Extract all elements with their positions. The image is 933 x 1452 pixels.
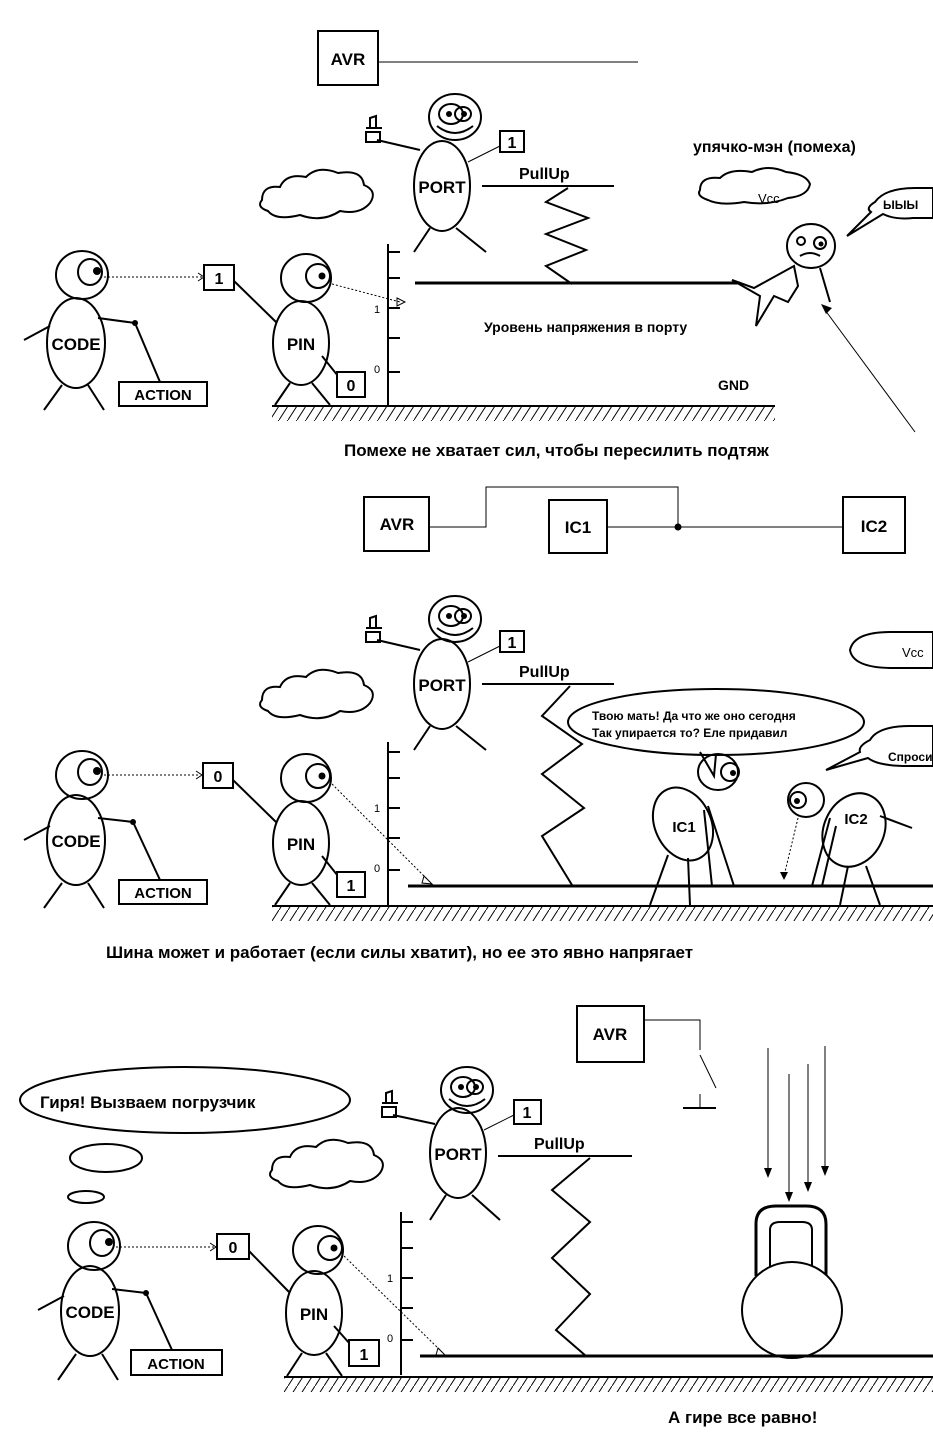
svg-text:0: 0 [374, 364, 380, 376]
ic1-figure: IC1 [649, 753, 740, 906]
svg-text:AVR: AVR [593, 1025, 628, 1044]
code-figure: CODE ACTION [23, 250, 208, 411]
svg-text:CODE: CODE [51, 335, 100, 354]
speech-bubble [846, 187, 933, 237]
port-figure: PORT 1 [381, 1066, 542, 1221]
thumbs-up-icon [365, 614, 382, 643]
panel-1: AVR Vcc PORT 1 PullUp [23, 30, 933, 460]
panel-2: Vcc PORT 1 PullUp Твою мать! Да что же о… [23, 595, 933, 962]
svg-text:1: 1 [508, 135, 517, 152]
avr-box: AVR [317, 30, 379, 86]
speech-text: ЫЫЫ [883, 198, 918, 212]
svg-text:ACTION: ACTION [147, 1356, 205, 1373]
port-figure: PORT 1 [365, 595, 525, 751]
svg-text:PORT: PORT [418, 676, 466, 695]
vcc-label: Vcc [902, 645, 924, 660]
thumbs-up-icon [381, 1089, 398, 1118]
svg-text:1: 1 [374, 803, 380, 815]
pin-figure: PIN 0 [233, 253, 366, 406]
pullup-label: PullUp [519, 664, 570, 681]
svg-text:Так упирается то? Еле придавил: Так упирается то? Еле придавил [592, 726, 787, 740]
code-value-box [203, 264, 235, 291]
avr-box [576, 1005, 645, 1063]
svg-text:0: 0 [374, 863, 380, 875]
svg-text:1: 1 [374, 304, 380, 316]
pullup-label: PullUp [519, 166, 570, 183]
level-label: Уровень напряжения в порту [484, 319, 687, 335]
pointer-arrow [824, 309, 916, 433]
svg-text:PIN: PIN [287, 835, 315, 854]
svg-text:Твою мать! Да что же оно сегод: Твою мать! Да что же оно сегодня [592, 709, 796, 723]
svg-text:CODE: CODE [65, 1303, 114, 1322]
kettlebell-icon [741, 1204, 843, 1359]
svg-text:PORT: PORT [434, 1145, 482, 1164]
svg-text:1: 1 [523, 1105, 532, 1122]
switch-icon [699, 1054, 717, 1089]
svg-text:0: 0 [229, 1240, 238, 1257]
svg-text:ACTION: ACTION [134, 885, 192, 902]
pullup-spring [543, 187, 591, 285]
gnd-label: GND [718, 377, 749, 393]
svg-text:Спроси: Спроси [888, 750, 932, 764]
svg-text:1: 1 [360, 1347, 369, 1364]
svg-text:IC2: IC2 [861, 517, 887, 536]
bus-diagram: AVR IC1 IC2 [363, 486, 906, 554]
vcc-cloud [848, 631, 933, 669]
svg-text:0: 0 [387, 1333, 393, 1345]
pin-figure: PIN 1 [232, 753, 366, 906]
svg-text:AVR: AVR [380, 515, 415, 534]
caption-1: Помехе не хватает сил, чтобы пересилить … [344, 441, 770, 460]
pullup-label: PullUp [534, 1136, 585, 1153]
cloud [259, 168, 374, 220]
switch-wire [644, 1019, 701, 1050]
caption-3: А гире все равно! [668, 1408, 817, 1427]
svg-text:CODE: CODE [51, 832, 100, 851]
cloud [269, 1138, 384, 1190]
speech-bubble-2 [825, 725, 933, 771]
code-figure: CODE ACTION [23, 750, 208, 909]
svg-text:AVR: AVR [331, 50, 366, 69]
svg-text:PORT: PORT [418, 178, 466, 197]
vcc-cloud [698, 167, 812, 205]
pin-figure: PIN 1 [248, 1225, 380, 1377]
svg-text:1: 1 [508, 635, 517, 652]
pullup-spring [540, 685, 586, 886]
svg-text:1: 1 [347, 878, 356, 895]
svg-text:0: 0 [347, 378, 356, 395]
caption-2: Шина может и работает (если силы хватит)… [106, 943, 693, 962]
vcc-label: Vcc [758, 191, 780, 206]
svg-text:IC1: IC1 [672, 819, 695, 836]
pullup-spring [550, 1157, 592, 1357]
svg-text:IC1: IC1 [565, 518, 591, 537]
port-figure: PORT 1 [365, 93, 525, 253]
svg-text:ACTION: ACTION [134, 387, 192, 404]
code-figure: CODE ACTION [37, 1221, 223, 1381]
panel-3: AVR Гиря! Вызваем погрузчик PORT 1 [19, 1005, 933, 1427]
svg-text:PIN: PIN [300, 1305, 328, 1324]
cloud [259, 668, 374, 720]
code-value-box [216, 1233, 250, 1260]
svg-text:0: 0 [214, 769, 223, 786]
svg-text:1: 1 [387, 1273, 393, 1285]
noise-man-label: упячко-мэн (помеха) [693, 139, 856, 156]
thought-bubble [19, 1066, 351, 1134]
falling-arrows [764, 1046, 829, 1202]
thought-text: Гиря! Вызваем погрузчик [40, 1093, 256, 1112]
svg-text:IC2: IC2 [844, 811, 867, 828]
code-value-box [202, 762, 234, 789]
noise-man-figure [731, 223, 836, 327]
ic2-figure: IC2 [787, 782, 913, 906]
svg-text:PIN: PIN [287, 335, 315, 354]
thumbs-up-icon [365, 114, 382, 143]
svg-text:1: 1 [215, 271, 224, 288]
